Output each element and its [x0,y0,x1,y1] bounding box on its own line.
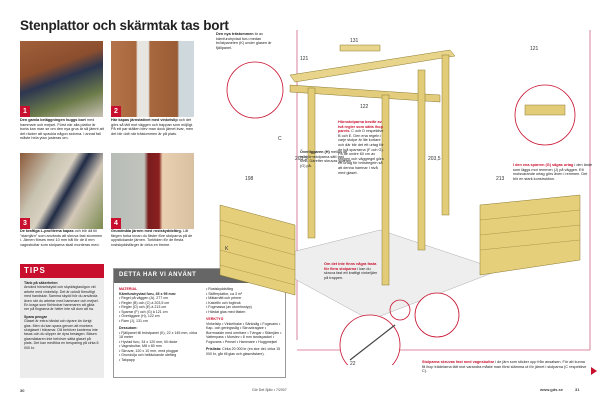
page-number-right: 31 [575,387,580,392]
beam-front [289,84,441,103]
list-item: • Överliggare (H), 122 cm [119,314,160,318]
list-item: • Regler (B) och (C) à 203,5 cm [119,300,170,305]
label-c: C [278,136,282,142]
tools-text: Vinkelslip • Vinkelhake • Sänksåg • Fogs… [206,321,282,344]
photo-cutting-stand: 2 [111,41,194,117]
also-label: Dessutom: [119,326,138,330]
photo-caption: De kraftiga L-profilerna kapas och blir … [20,229,103,247]
post-right [417,69,426,251]
dim-121: 121 [300,56,309,62]
tools-label: VERKTYG [206,317,224,321]
panel-right [479,194,581,276]
post-left [307,87,316,239]
beam-back [339,44,381,52]
photo-grinding: 3 [20,153,103,229]
list-item: • Ram (J), 131 cm [119,318,148,323]
dim-121: 121 [530,46,539,52]
dim-122: 122 [360,104,369,110]
list-item: • Hyvlad furu, 34 x 120 mm, till räcke [119,339,178,344]
post-mid [381,94,390,286]
wood-label: Kärnfuruhyvlad furu, 45 x 95 mm: [119,291,177,296]
step-number: 3 [20,218,30,229]
wood-list: • Regel på väggen (A), 277 cm• Regler (B… [119,296,201,323]
dim-131: 131 [350,38,359,44]
step-number: 2 [111,106,121,117]
materials-column-2: • Rostskyddsfärg• Skifferplattor, ca 3 m… [206,287,284,356]
list-item: • Fjällpanel till bröstpanel (K), 22 x 1… [119,330,197,340]
price-text: Prislista: Cirka 20 000 kr (en stor del,… [206,347,281,356]
tips-heading: TIPS [20,264,104,278]
list-item: • Fogmassa (av utomhustyp) [206,305,252,309]
construction-diagram: 131 121 121 122 203,5 203,5 198 213 22 K… [219,30,591,365]
dim-22: 22 [350,361,356,365]
list-item: • Mätarnätt och primer [206,296,242,300]
photo-caption: Här kapas järnstativet med vinkelslip oc… [111,118,194,136]
panel-boards [219,209,581,286]
list-item: • Regel på väggen (A), 277 cm [119,296,169,300]
also-list: • Fjällpanel till bröstpanel (K), 22 x 1… [119,331,201,363]
photo-caption: Grundmåla järnen med rostskyddsfärg. Låt… [111,229,193,247]
list-item: • Skifferplattor, ca 3 m² [206,291,243,296]
detail-circle-small [389,299,411,321]
list-item: • Skruvar, 120 x 10 mm, med pluggar [119,348,179,353]
list-item: • Härdat glas med fästen [206,309,246,314]
list-item: • Sparrar (F) och (G) à 121 cm [119,309,168,314]
detail-circle-bolt [339,314,401,365]
label-k: K [225,246,229,252]
magazine-issue: Gör Det Själv • 7/2007 [252,388,287,392]
photo-painting: 4 [111,153,194,229]
photo-caption: Den gamla beläggningen huggs bort med ha… [20,118,104,141]
materials-column-1: MATERIAL Kärnfuruhyvlad furu, 45 x 95 mm… [119,287,201,362]
step-number: 1 [20,106,30,117]
list-item: • Kakelfix och fogbruk [206,300,241,305]
tips-subheading: Tänk på säkerheten [24,281,58,285]
list-item: • Rostskyddsfärg [206,287,234,291]
list-item: • Regler (D) och (E) à 213 cm [119,305,167,309]
continue-arrow-icon [591,367,597,375]
list-item: • Grundolja och heltäckande utefärg [119,353,177,357]
dim-198: 198 [245,176,254,182]
page-title: Stenplattor och skärmtak tas bort [20,18,229,33]
website-link[interactable]: www.gds.se [540,387,563,392]
callout-bolts: Stolparna skruvas fast med vagnsbultar i… [422,360,587,374]
step-number: 4 [111,218,121,229]
col2-list: • Rostskyddsfärg• Skifferplattor, ca 3 m… [206,287,284,314]
bolt [349,324,396,361]
tips-text: Använd hörselskydd och skyddsglasögon vi… [24,285,99,312]
material-label: MATERIAL [119,287,138,291]
dim-203-5: 203,5 [428,156,441,162]
callout-corner-posts: Hörnstolparna består av två regler som s… [338,120,384,175]
list-item: • Vagnsbultar, M8 x 80 mm [119,344,162,348]
callout-frame: Den nya trästommen är av kärnfuruhyvlad … [216,32,272,50]
page-number-left: 30 [20,388,25,393]
tips-text: Glaset är extra härdat och dyrare än övr… [24,319,99,350]
list-item: • Takpapp [119,357,135,362]
callout-notch: I den ena sparren (G) sågas urtag i den … [513,163,593,181]
panel-left [219,204,296,296]
detail-circle-top [226,61,284,119]
beam-top [289,49,456,83]
dim-213: 213 [496,176,505,182]
tips-subheading: Spara pengar [24,314,47,319]
callout-angle-iron: Om det inte finns några fasta för flera … [324,262,378,280]
dim-203-5: 203,5 [295,156,308,162]
floor [259,229,501,321]
callout-overliggare: Överliggaren (H) mellan de två hörnstolp… [300,150,352,168]
post-back [441,54,450,216]
photo-removing-tiles: 1 [20,41,103,117]
detail-circle-bottom [414,292,460,338]
